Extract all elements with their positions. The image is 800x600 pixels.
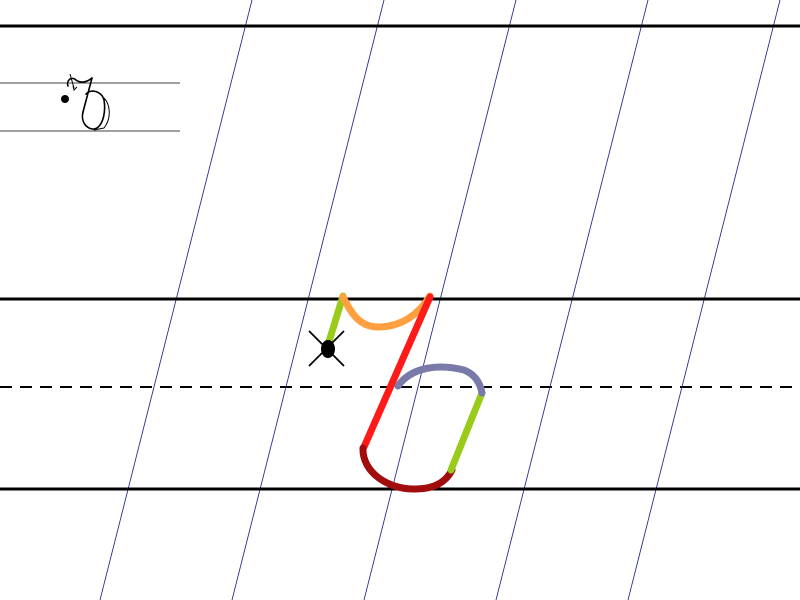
stroke-bottom-bowl xyxy=(359,444,456,493)
stroke-top-arc xyxy=(339,292,434,331)
ruled-lines xyxy=(0,24,800,491)
stroke-top-bowl xyxy=(394,363,486,397)
traced-letter xyxy=(323,292,486,493)
stroke-direction-arrow-icon xyxy=(69,73,105,131)
start-dot-icon xyxy=(61,95,69,103)
start-dot xyxy=(321,340,335,358)
stroke-right-upstroke xyxy=(447,389,486,474)
stroke-lead-in xyxy=(323,292,347,352)
stroke-descender xyxy=(360,293,434,451)
letter-preview xyxy=(0,73,180,132)
start-cross-marker-icon xyxy=(308,330,345,367)
cursive-letter-preview-icon xyxy=(66,77,110,130)
